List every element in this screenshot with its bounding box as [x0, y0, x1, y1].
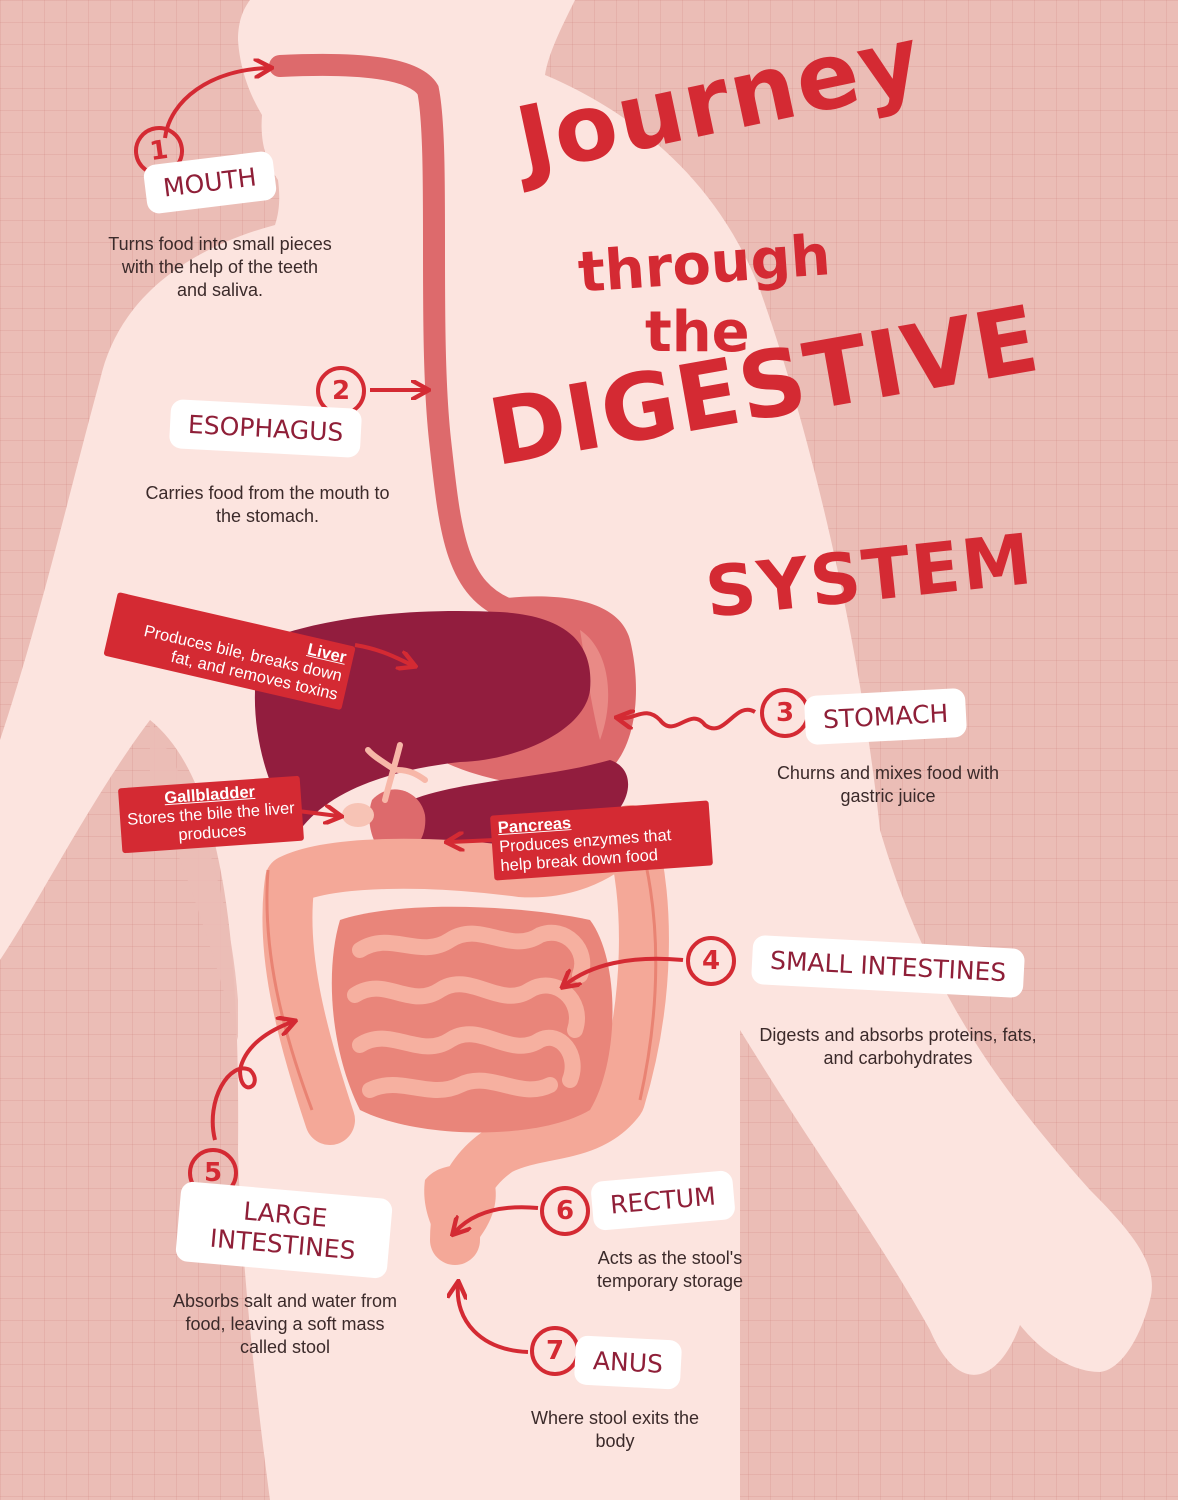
esophagus-tube: [269, 53, 521, 621]
rectum-shape: [424, 1165, 496, 1260]
step-number-4: 4: [686, 936, 736, 986]
gallbladder-shape: [342, 803, 374, 827]
arrow-liver: [354, 643, 412, 665]
tag-gallbladder: Gallbladder Stores the bile the liver pr…: [117, 775, 305, 854]
large-intestine-edge: [265, 839, 658, 1111]
small-intestine-coils: [347, 924, 591, 1098]
desc-esophagus: Carries food from the mouth to the stoma…: [145, 483, 390, 526]
desc-anus: Where stool exits the body: [530, 1408, 700, 1451]
label-anus: ANUS: [573, 1335, 683, 1390]
step-number-7: 7: [530, 1326, 580, 1376]
arrow-pancreas: [450, 840, 496, 842]
bile-duct: [365, 742, 428, 803]
desc-stomach: Churns and mixes food with gastric juice: [776, 763, 1000, 806]
arrow-rectum: [455, 1205, 539, 1232]
small-intestine-shape: [331, 906, 613, 1133]
arrow-large-intestine: [210, 1022, 292, 1141]
arrow-mouth: [163, 68, 268, 139]
arrow-anus: [458, 1285, 529, 1354]
title-the: the: [645, 300, 750, 365]
desc-rectum: Acts as the stool's temporary storage: [596, 1248, 744, 1291]
arrow-stomach: [620, 707, 757, 731]
desc-mouth: Turns food into small pieces with the he…: [108, 234, 332, 300]
stomach-highlight: [580, 630, 609, 740]
arrow-small-intestine: [565, 956, 684, 985]
label-esophagus: ESOPHAGUS: [168, 399, 363, 458]
step-number-3: 3: [760, 688, 810, 738]
desc-large-intestines: Absorbs salt and water from food, leavin…: [172, 1291, 398, 1357]
desc-small-intestines: Digests and absorbs proteins, fats, and …: [759, 1025, 1037, 1068]
label-stomach: STOMACH: [803, 687, 968, 746]
step-number-6: 6: [540, 1186, 590, 1236]
